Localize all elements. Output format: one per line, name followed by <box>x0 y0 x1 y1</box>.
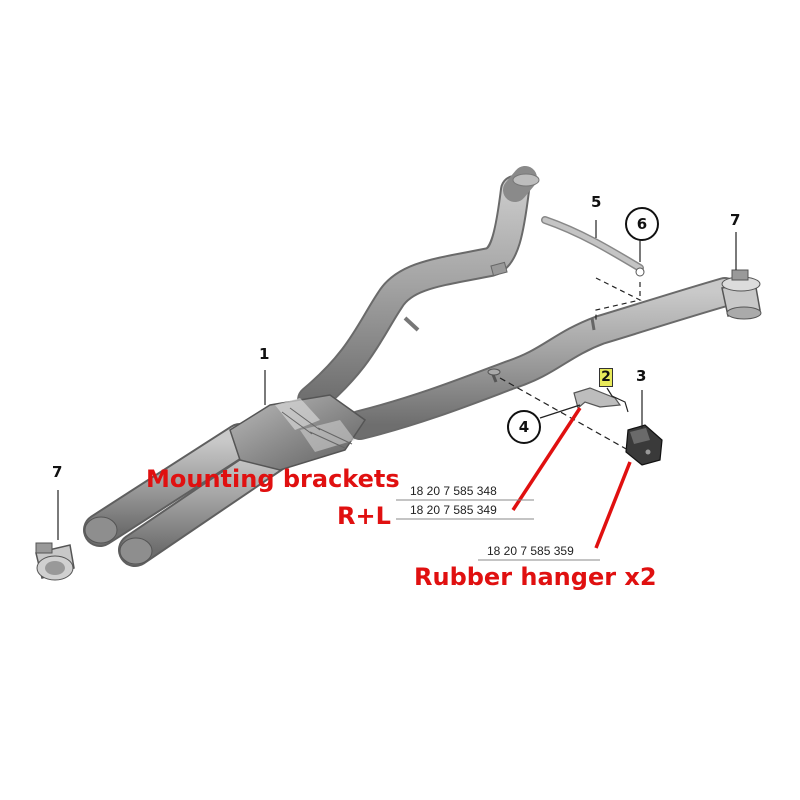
red-pointer-lines <box>511 407 632 549</box>
position-number-5: 5 <box>591 193 602 211</box>
annotation-rubber-hanger: Rubber hanger x2 <box>414 563 657 591</box>
part-number-lines <box>396 499 600 561</box>
mounting-bracket-part <box>573 387 622 410</box>
part-number-bracket-1: 18 20 7 585 348 <box>410 484 497 498</box>
position-number-7-rear: 7 <box>730 211 741 229</box>
annotation-mounting-brackets: Mounting brackets <box>146 465 400 493</box>
position-number-3: 3 <box>636 367 647 385</box>
center-muffler <box>229 394 367 471</box>
annotation-r-l: R+L <box>337 502 391 530</box>
position-number-2-highlighted: 2 <box>599 368 613 387</box>
rubber-hanger-part <box>625 424 663 466</box>
position-number-7-front: 7 <box>52 463 63 481</box>
part-number-bracket-2: 18 20 7 585 349 <box>410 503 497 517</box>
position-callout-4: 4 <box>507 410 541 444</box>
inlet-pipes <box>83 423 292 567</box>
position-callout-6: 6 <box>625 207 659 241</box>
front-pipe <box>297 166 540 415</box>
position-number-1: 1 <box>259 345 270 363</box>
leader-lines <box>57 220 737 540</box>
rear-clamp <box>721 269 762 320</box>
part-number-hanger: 18 20 7 585 359 <box>487 544 574 558</box>
strap-part <box>541 216 645 277</box>
front-clamp <box>35 542 75 581</box>
rear-pipe <box>345 277 740 440</box>
